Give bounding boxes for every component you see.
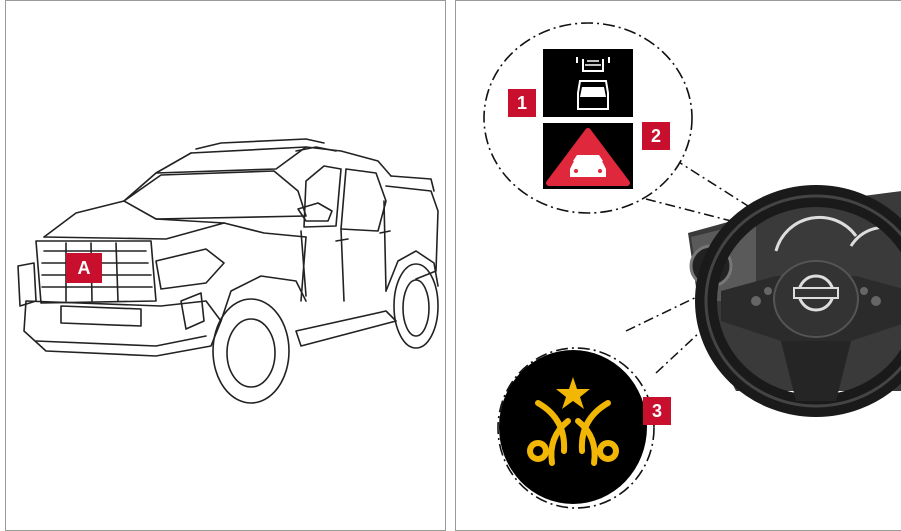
steering-wheel-dashboard xyxy=(688,191,901,406)
marker-a-label: A xyxy=(66,253,102,283)
vehicle-panel: A xyxy=(5,0,446,531)
forward-collision-warning-icon xyxy=(543,123,633,189)
dashboard-illustration xyxy=(456,1,901,531)
callout-badge-2: 2 xyxy=(642,122,670,150)
dashboard-panel: 1 2 3 xyxy=(455,0,901,531)
front-distance-sensor-icon xyxy=(543,49,633,117)
emergency-braking-warning-icon xyxy=(498,348,654,508)
callout-badge-3: 3 xyxy=(643,397,671,425)
callout-badge-1: 1 xyxy=(508,89,536,117)
